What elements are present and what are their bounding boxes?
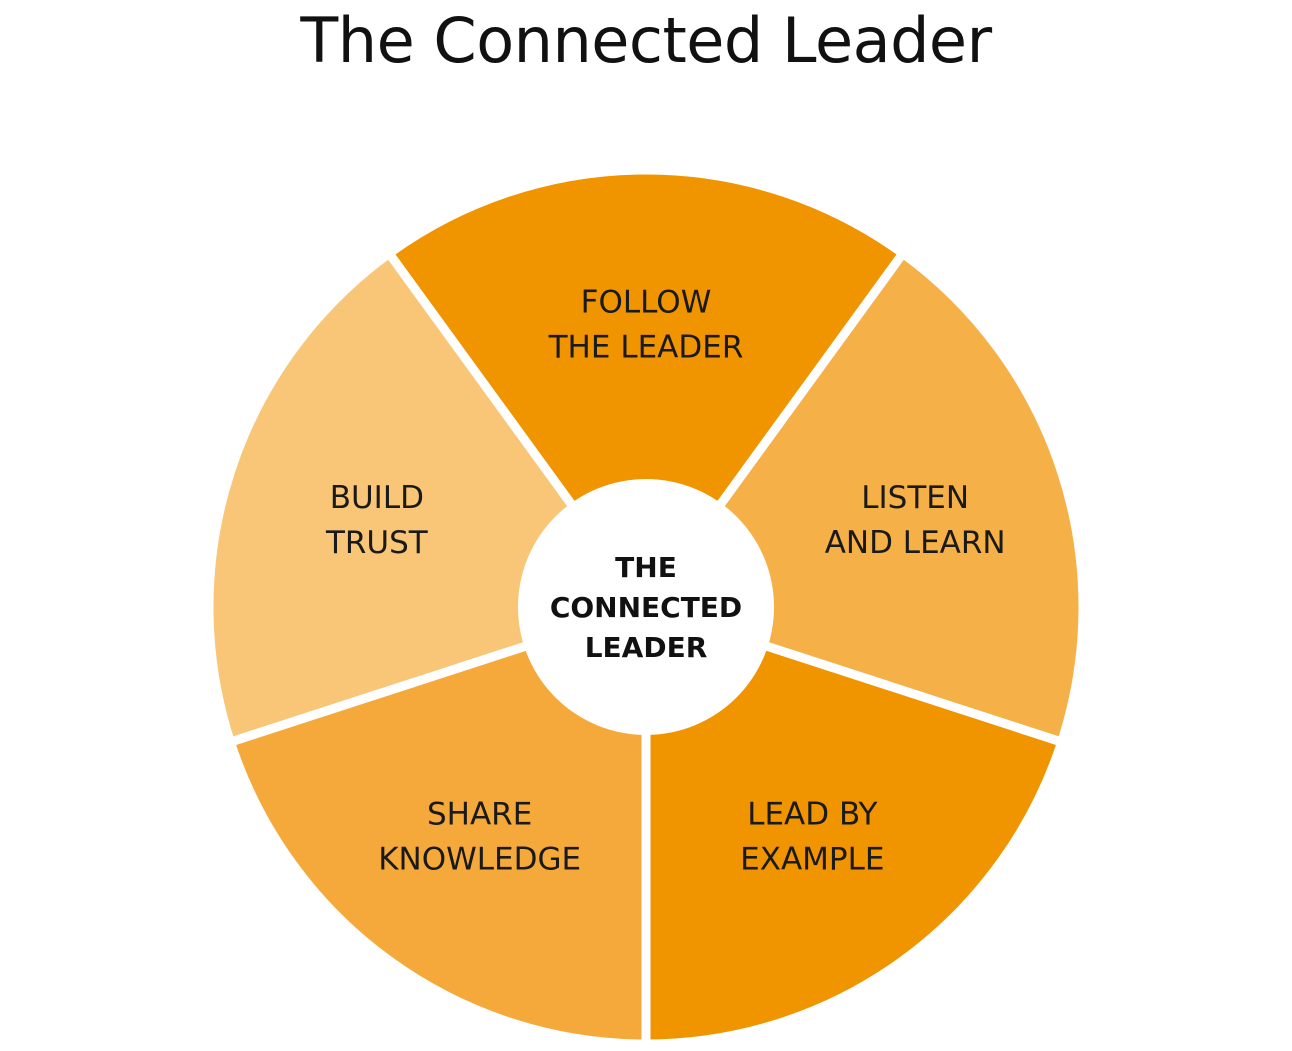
segment-follow-the-leader <box>382 165 910 615</box>
center-circle <box>518 479 774 735</box>
segment-share-knowledge <box>224 600 651 1049</box>
segment-lead-by-example <box>641 600 1068 1049</box>
page-title: The Connected Leader <box>300 4 992 77</box>
